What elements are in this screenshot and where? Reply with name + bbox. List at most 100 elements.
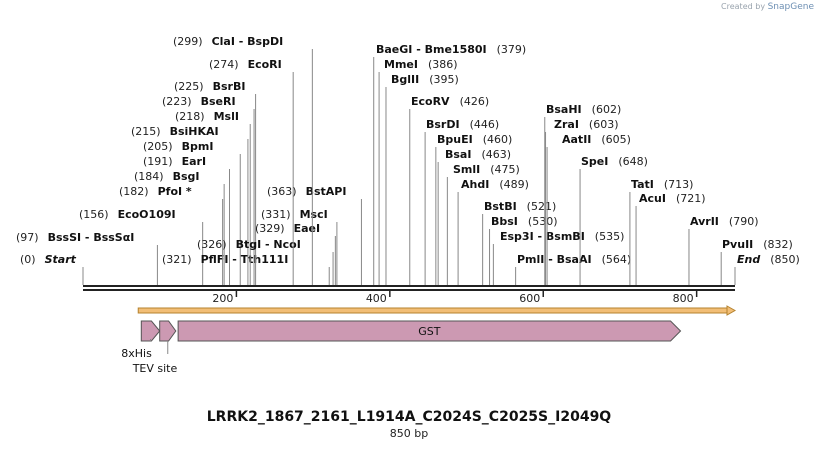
site-name: - NcoI (261, 238, 301, 251)
site-position: (386) (428, 58, 458, 71)
site-position: (225) (174, 80, 204, 93)
site-label-ecorv[interactable]: EcoRV(426) (411, 95, 489, 108)
site-name: ZraI (554, 118, 579, 131)
site-name: TatI (631, 178, 654, 191)
ruler-tick-label: 400 (366, 292, 387, 305)
site-position: (0) (20, 253, 36, 266)
site-name: - BssSαI (81, 231, 134, 244)
site-name: BsrBI (213, 80, 246, 93)
site-label-end[interactable]: End(850) (737, 253, 800, 266)
site-name: BsiHKAI (170, 125, 219, 138)
site-label-bsihkai[interactable]: (215)BsiHKAI (131, 125, 219, 138)
site-position: (331) (261, 208, 291, 221)
site-position: (395) (429, 73, 459, 86)
orf-bar[interactable] (137, 307, 728, 314)
site-name: EarI (182, 155, 206, 168)
site-position: (329) (255, 222, 285, 235)
site-position: (321) (162, 253, 192, 266)
site-position: (564) (602, 253, 632, 266)
site-position: (363) (267, 185, 297, 198)
site-position: (535) (595, 230, 625, 243)
site-position: (460) (483, 133, 513, 146)
site-label-eari[interactable]: (191)EarI (143, 155, 206, 168)
site-label-bsahi[interactable]: BsaHI(602) (546, 103, 621, 116)
site-position: (426) (460, 95, 490, 108)
site-name: - BsmBI (534, 230, 585, 243)
site-label-tati[interactable]: TatI(713) (631, 178, 693, 191)
site-position: (603) (589, 118, 619, 131)
ruler-tick-label: 800 (673, 292, 694, 305)
site-label-bseri[interactable]: (223)BseRI (162, 95, 236, 108)
site-label-bstbi[interactable]: BstBI(521) (484, 200, 556, 213)
site-label-pfoi-[interactable]: (182)PfoI * (119, 185, 192, 198)
feature-arrow-tev-site[interactable] (159, 320, 177, 342)
site-name: Start (45, 253, 77, 266)
site-label-bsrbi[interactable]: (225) BsrBI (174, 80, 245, 93)
sequence-name: LRRK2_1867_2161_L1914A_C2024S_C2025S_I20… (206, 409, 612, 425)
site-label-mmei[interactable]: MmeI(386) (384, 58, 458, 71)
site-label-eaei[interactable]: (329) EaeI (255, 222, 320, 235)
site-label-bsai[interactable]: BsaI(463) (445, 148, 511, 161)
site-label-acui[interactable]: AcuI(721) (639, 192, 706, 205)
site-label-bpuei[interactable]: BpuEI(460) (437, 133, 512, 146)
site-label-btgi[interactable]: (326)BtgI - NcoI (197, 238, 301, 251)
site-name: SpeI (581, 155, 608, 168)
site-label-bsgi[interactable]: (184) BsgI (134, 170, 200, 183)
site-label-bstapi[interactable]: (363)BstAPI (267, 185, 346, 198)
sequence-length: 850 bp (389, 427, 429, 440)
site-position: (832) (763, 238, 793, 251)
site-name: - Bme1580I (412, 43, 486, 56)
site-label-zrai[interactable]: ZraI (603) (554, 118, 619, 131)
snapgene-credit: Created by SnapGene (721, 2, 814, 12)
site-label-pmli[interactable]: PmlI - BsaAI(564) (517, 253, 631, 266)
feature-arrow-8xhis[interactable] (140, 320, 161, 342)
site-label-msci[interactable]: (331)MscI (261, 208, 328, 221)
site-position: (521) (527, 200, 557, 213)
feature-label: 8xHis (121, 347, 152, 360)
site-position: (182) (119, 185, 149, 198)
site-name: BaeGI (376, 43, 412, 56)
site-position: (97) (16, 231, 39, 244)
site-label-ecoo109i[interactable]: (156)EcoO109I (79, 208, 176, 221)
feature-arrow-gst[interactable] (177, 320, 682, 342)
site-label-aatii[interactable]: AatII(605) (562, 133, 631, 146)
site-label-ecori[interactable]: (274) EcoRI (209, 58, 282, 71)
site-position: (274) (209, 58, 239, 71)
site-label-esp3i[interactable]: Esp3I - BsmBI(535) (500, 230, 624, 243)
site-name: BglII (391, 73, 419, 86)
site-position: (489) (499, 178, 529, 191)
site-name: PvuII (722, 238, 753, 251)
site-label-pflfi[interactable]: (321)PflFI - Tth111I (162, 253, 288, 266)
site-label-bbsi[interactable]: BbsI(530) (491, 215, 558, 228)
site-label-smli[interactable]: SmlI(475) (453, 163, 520, 176)
site-label-baegi[interactable]: BaeGI - Bme1580I (379) (376, 43, 526, 56)
site-label-pvuii[interactable]: PvuII (832) (722, 238, 793, 251)
site-label-bsssi[interactable]: (97)BssSI - BssSαI (16, 231, 134, 244)
site-label-bglii[interactable]: BglII (395) (391, 73, 459, 86)
ruler-tick-label: 600 (519, 292, 540, 305)
site-label-bsrdi[interactable]: BsrDI(446) (426, 118, 499, 131)
site-position: (790) (729, 215, 759, 228)
site-name: AcuI (639, 192, 666, 205)
credit-prefix: Created by (721, 2, 766, 11)
site-name: EaeI (294, 222, 321, 235)
site-label-clai[interactable]: (299)ClaI - BspDI (173, 35, 283, 48)
site-position: (218) (175, 110, 205, 123)
site-position: (850) (770, 253, 800, 266)
site-label-start[interactable]: (0) Start (20, 253, 77, 266)
site-label-msli[interactable]: (218) MslI (175, 110, 239, 123)
site-name: BsgI (173, 170, 200, 183)
site-label-ahdi[interactable]: AhdI(489) (461, 178, 529, 191)
site-label-spei[interactable]: SpeI(648) (581, 155, 648, 168)
site-name: EcoRI (248, 58, 282, 71)
site-position: (184) (134, 170, 164, 183)
site-label-avrii[interactable]: AvrII(790) (690, 215, 759, 228)
site-position: (475) (490, 163, 520, 176)
site-label-bpmi[interactable]: (205)BpmI (143, 140, 213, 153)
site-name: EcoO109I (118, 208, 176, 221)
site-position: (299) (173, 35, 203, 48)
site-name: PmlI (517, 253, 544, 266)
site-name: MslI (214, 110, 239, 123)
site-position: (379) (497, 43, 527, 56)
site-position: (602) (592, 103, 622, 116)
